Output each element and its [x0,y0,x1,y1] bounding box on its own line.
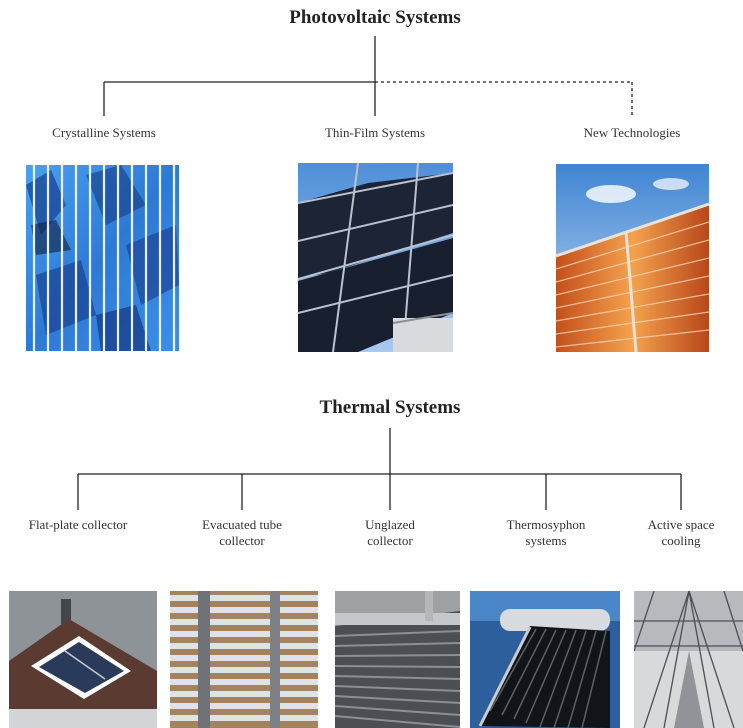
thermal-label-unglazed: Unglazed collector [365,517,415,548]
flatplate-photo [9,591,157,728]
pv-title: Photovoltaic Systems [289,7,461,28]
thinfilm-photo [298,163,453,352]
pv-label-newtech: New Technologies [583,125,681,140]
evacuated-photo [170,591,318,728]
cooling-photo [634,591,743,728]
pv-label-crystalline: Crystalline Systems [52,125,156,140]
thermal-label-evacuated: Evacuated tube collector [202,517,282,548]
crystalline-photo [26,165,179,351]
thermal-title: Thermal Systems [319,397,461,418]
thermosyphon-photo [470,591,620,728]
pv-label-thinfilm: Thin-Film Systems [324,125,426,140]
thermal-label-cooling: Active space cooling [647,517,715,548]
newtech-photo [556,164,709,352]
thermal-label-thermosyphon: Thermosyphon systems [506,517,586,548]
unglazed-photo [335,591,460,728]
thermal-label-flatplate: Flat-plate collector [28,517,128,532]
